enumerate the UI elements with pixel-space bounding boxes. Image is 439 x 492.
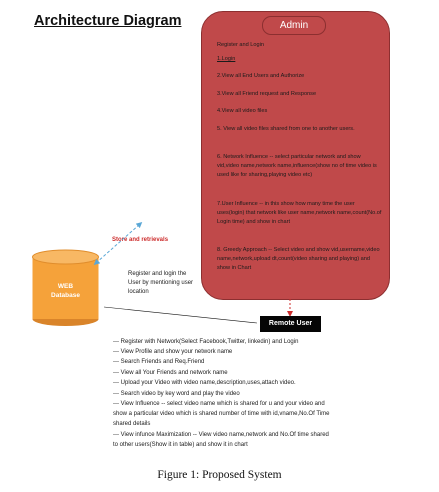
admin-item: 2.View all End Users and Authorize: [217, 73, 305, 79]
remote-user-to-database-arrow: [103, 306, 258, 324]
database-label: WEB Database: [30, 282, 101, 300]
remote-user-item: to other users(Show it in table) and sho…: [113, 442, 248, 448]
admin-item: 3.View all Friend request and Response: [217, 91, 317, 97]
admin-panel: [201, 11, 390, 300]
remote-user-item: --- Search Friends and Req.Friend: [113, 359, 205, 365]
register-login-label: Register and login the User by mentionin…: [128, 271, 194, 295]
remote-user-item: --- View infunce Maximization -- View vi…: [113, 432, 329, 438]
remote-user-item: shared details: [113, 421, 151, 427]
remote-user-item: show a particular video which is shared …: [113, 411, 330, 417]
admin-item: 6. Network Influence -- select particula…: [217, 154, 377, 178]
database-to-admin-arrow: [93, 222, 143, 265]
admin-item: 8. Greedy Approach -- Select video and s…: [217, 247, 380, 271]
admin-item: 5. View all video files shared from one …: [217, 126, 355, 132]
remote-user-item: --- Register with Network(Select Faceboo…: [113, 339, 299, 345]
remote-user-item: --- Upload your Video with video name,de…: [113, 380, 296, 386]
database-label-line2: Database: [51, 292, 80, 299]
remote-user-item: --- View all Your Friends and network na…: [113, 370, 228, 376]
admin-label: Admin: [262, 16, 326, 35]
remote-user-box: Remote User: [260, 316, 321, 332]
admin-item: 7.User Influence -- in this show how man…: [217, 201, 382, 225]
admin-item: Register and Login: [217, 42, 264, 48]
figure-caption: Figure 1: Proposed System: [157, 469, 282, 481]
web-database-cylinder: [32, 249, 99, 326]
diagram-title: Architecture Diagram: [34, 13, 182, 29]
remote-user-item: --- View Profile and show your network n…: [113, 349, 233, 355]
admin-item: 4.View all video files: [217, 108, 268, 114]
admin-item: 1.Login: [217, 56, 236, 62]
database-label-line1: WEB: [57, 283, 74, 290]
remote-user-item: --- Search video by key word and play th…: [113, 391, 240, 397]
remote-user-item: --- View Influence -- select video name …: [113, 401, 325, 407]
